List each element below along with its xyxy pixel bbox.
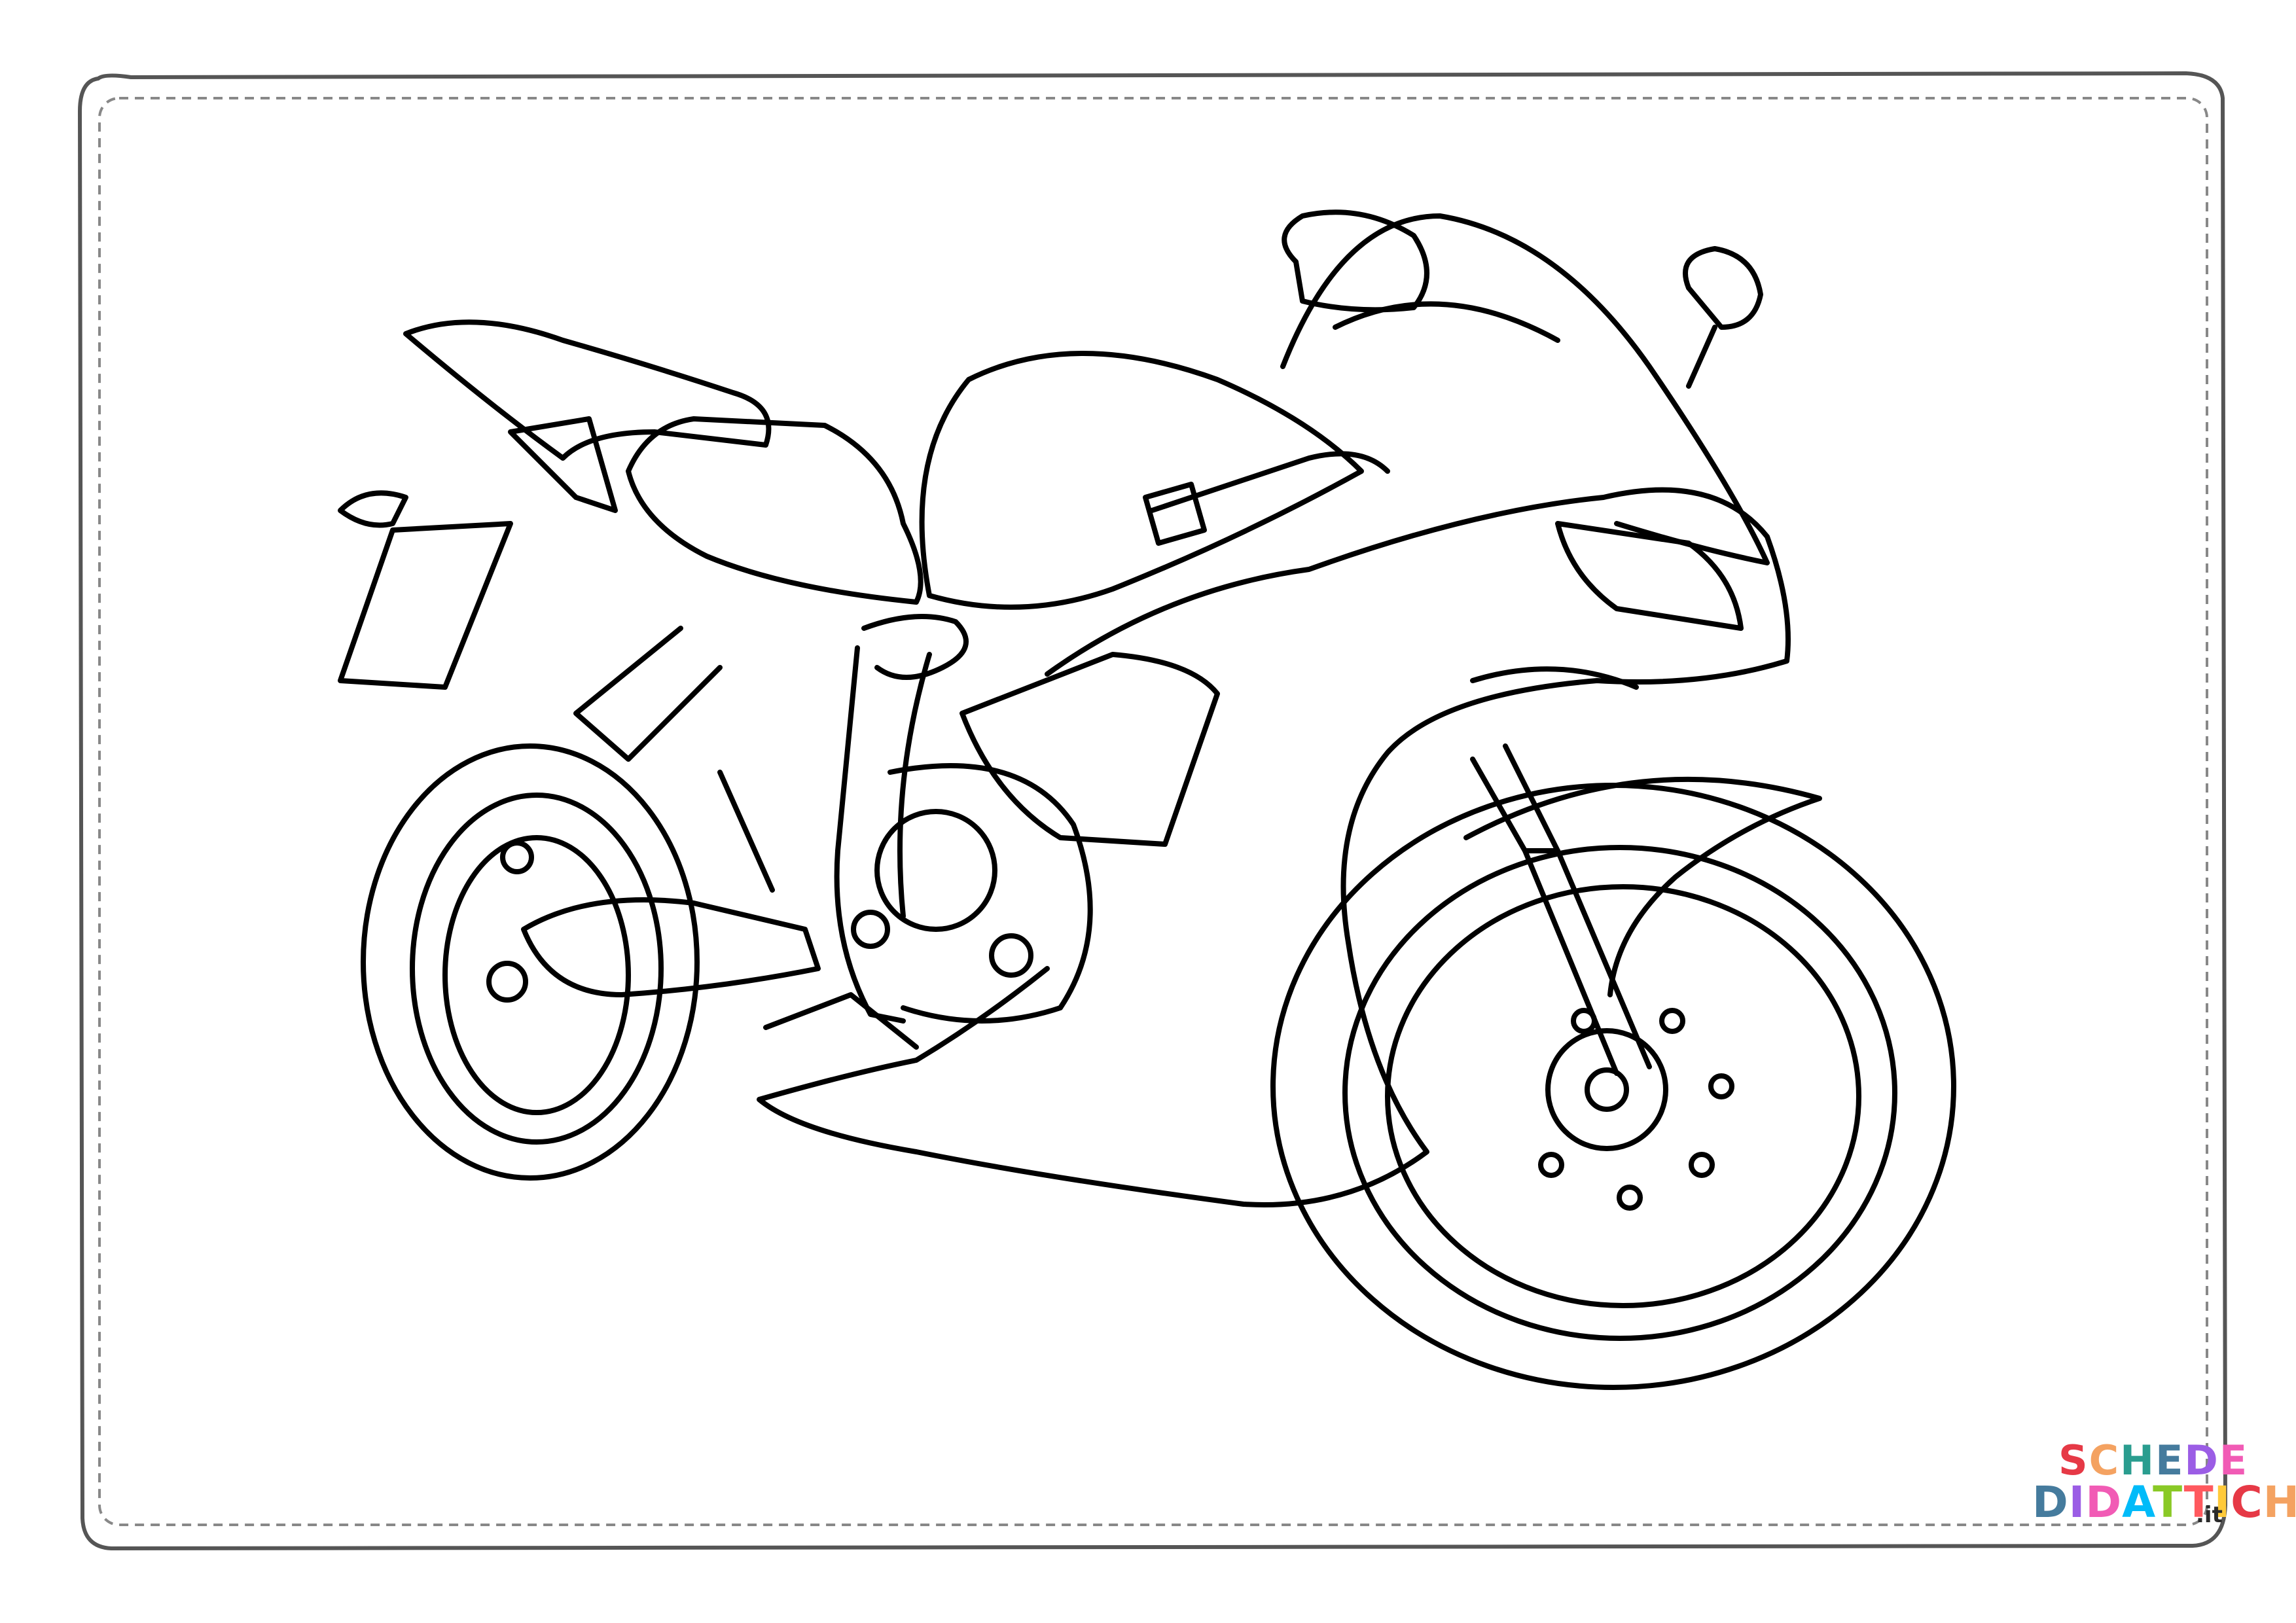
windscreen — [1280, 213, 1770, 565]
logo-line-2: DIDATTICHE — [2032, 1477, 2296, 1527]
license-plate — [338, 521, 513, 690]
mirror-left — [1282, 209, 1429, 313]
seat — [626, 416, 924, 605]
motorcycle-icon — [338, 209, 1956, 1390]
logo-line-1: SCHEDE — [2058, 1436, 2249, 1484]
fuel-tank — [919, 351, 1364, 610]
headlight — [1555, 521, 1744, 631]
swingarm — [521, 897, 821, 997]
inner-dashed-border — [98, 97, 2208, 1526]
fairing — [757, 487, 1791, 1207]
logo-line-3: .it — [2196, 1502, 2223, 1528]
schededidattiche-logo[interactable]: SCHEDE DIDATTICHE .it — [2032, 1436, 2296, 1541]
mirror-right — [1683, 246, 1763, 330]
front-wheel — [1270, 783, 1956, 1390]
outer-border — [77, 71, 2228, 1551]
rear-wheel — [361, 743, 700, 1181]
engine-cover — [874, 809, 997, 932]
rear-cowl — [403, 319, 772, 461]
